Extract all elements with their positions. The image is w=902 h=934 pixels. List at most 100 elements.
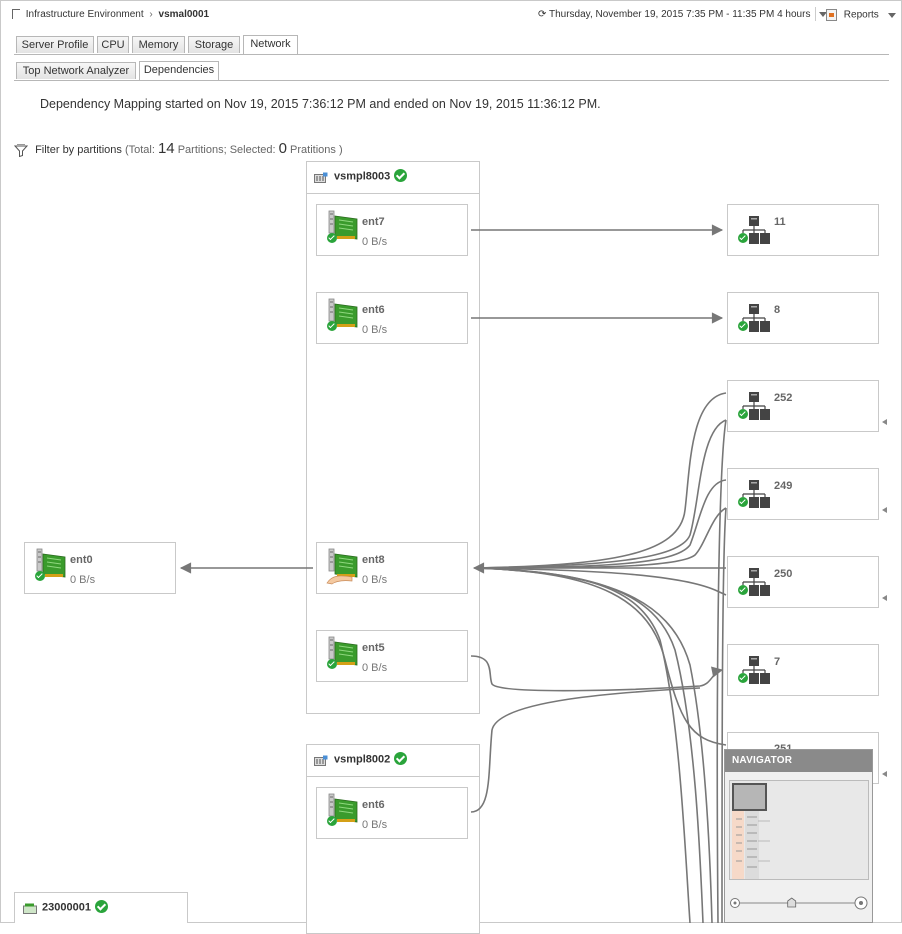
- breadcrumb-root[interactable]: Infrastructure Environment: [25, 9, 144, 20]
- network-switch-icon: [742, 304, 770, 332]
- adapter-rate: 0 B/s: [70, 574, 96, 586]
- partition-header: vsmpl8002: [307, 745, 479, 777]
- adapter-node-ent6[interactable]: ent6 0 B/s: [316, 787, 468, 839]
- breadcrumb-separator: ›: [149, 9, 153, 20]
- link-ent6b-7[interactable]: [470, 687, 701, 813]
- time-range-text: Thursday, November 19, 2015 7:35 PM - 11…: [549, 9, 775, 20]
- navigator-minimap: [732, 811, 770, 879]
- network-switch-icon: [742, 392, 770, 420]
- adapter-rate: 0 B/s: [362, 574, 388, 586]
- time-range-duration: 4 hours: [777, 9, 811, 20]
- reports-menu[interactable]: Reports: [826, 9, 896, 21]
- network-name: 8: [774, 304, 781, 316]
- top-bar: Infrastructure Environment › vsmal0001 ⟳…: [0, 0, 902, 30]
- link-ent8-down2[interactable]: [475, 567, 704, 923]
- partition-name-text: vsmpl8003: [334, 170, 391, 183]
- filter-paren-open: (: [124, 144, 129, 156]
- link-ent5-7[interactable]: [470, 655, 724, 692]
- link-249b-ent8[interactable]: [475, 507, 727, 569]
- adapter-node-ent8[interactable]: ent8 0 B/s: [316, 542, 468, 594]
- status-ok-icon: [327, 233, 337, 243]
- chevron-down-icon: [887, 12, 896, 18]
- tab-server-profile[interactable]: Server Profile: [16, 36, 94, 53]
- zoom-slider-thumb[interactable]: [787, 897, 797, 908]
- breadcrumb-current: vsmal0001: [158, 9, 210, 20]
- link-249-ent8[interactable]: [475, 479, 727, 569]
- network-name: 252: [774, 392, 793, 404]
- link-ent8-down1[interactable]: [475, 567, 691, 923]
- status-ok-icon: [35, 571, 45, 581]
- link-ent8-251[interactable]: [475, 567, 727, 746]
- adapter-rate: 0 B/s: [362, 819, 388, 831]
- mapping-info: Dependency Mapping started on Nov 19, 20…: [40, 97, 601, 111]
- filter-selected-label: Selected:: [229, 144, 276, 156]
- tab-cpu[interactable]: CPU: [97, 36, 129, 53]
- adapter-node-ent5[interactable]: ent5 0 B/s: [316, 630, 468, 682]
- navigator-panel[interactable]: NAVIGATOR: [724, 749, 873, 923]
- filter-total-value: 14: [157, 140, 175, 157]
- network-switch-icon: [742, 480, 770, 508]
- network-adapter-icon: [328, 793, 358, 823]
- network-adapter-icon: [328, 298, 358, 328]
- filter-selected-value: 0: [278, 140, 287, 157]
- link-252-ent8[interactable]: [475, 392, 727, 569]
- zoom-slider[interactable]: [730, 896, 868, 910]
- adapter-node-ent7[interactable]: ent7 0 B/s: [316, 204, 468, 256]
- network-node-8[interactable]: 8: [727, 292, 879, 344]
- status-ok-icon: [738, 321, 748, 331]
- adapter-node-ent6[interactable]: ent6 0 B/s: [316, 292, 468, 344]
- tab-network[interactable]: Network: [243, 35, 298, 54]
- offscreen-link-indicator: [882, 419, 887, 425]
- shared-hand-icon: [326, 575, 353, 585]
- offscreen-link-indicator: [882, 595, 887, 601]
- link-ent8-down3[interactable]: [475, 567, 713, 923]
- network-node-11[interactable]: 11: [727, 204, 879, 256]
- partition-container[interactable]: vsmpl8002: [306, 744, 480, 934]
- server-icon: [314, 172, 328, 183]
- breadcrumb: Infrastructure Environment › vsmal0001: [12, 9, 209, 20]
- adapter-name: ent5: [362, 642, 385, 654]
- status-ok-icon: [738, 673, 748, 683]
- reports-label: Reports: [843, 9, 879, 21]
- tab-memory[interactable]: Memory: [132, 36, 185, 53]
- server-icon: [314, 755, 328, 766]
- funnel-icon[interactable]: [14, 143, 28, 157]
- status-ok-icon: [94, 900, 108, 913]
- network-node-249[interactable]: 249: [727, 468, 879, 520]
- partition-name: vsmpl8002: [334, 752, 408, 766]
- network-name: 250: [774, 568, 793, 580]
- navigator-viewport[interactable]: [732, 783, 767, 811]
- adapter-rate: 0 B/s: [362, 662, 388, 674]
- status-ok-icon: [394, 169, 408, 182]
- filter-paren-close: ): [338, 144, 343, 156]
- partition-header: vsmpl8003: [307, 162, 479, 194]
- tab-top-network-analyzer[interactable]: Top Network Analyzer: [16, 62, 136, 79]
- filter-label[interactable]: Filter by partitions: [35, 144, 122, 156]
- partition-container[interactable]: 23000001: [14, 892, 188, 923]
- link-right-2[interactable]: [721, 507, 727, 923]
- adapter-node-ent0[interactable]: ent0 0 B/s: [24, 542, 176, 594]
- chevron-down-icon: [819, 11, 828, 17]
- adapter-name: ent6: [362, 799, 385, 811]
- adapter-name: ent6: [362, 304, 385, 316]
- network-switch-icon: [742, 568, 770, 596]
- server-icon: [23, 903, 37, 914]
- partition-name: vsmpl8003: [334, 169, 408, 183]
- network-node-7[interactable]: 7: [727, 644, 879, 696]
- network-name: 7: [774, 656, 781, 668]
- offscreen-link-indicator: [882, 771, 887, 777]
- navigator-overview[interactable]: [729, 780, 869, 880]
- adapter-name: ent0: [70, 554, 93, 566]
- network-node-250[interactable]: 250: [727, 556, 879, 608]
- network-switch-icon: [742, 216, 770, 244]
- time-range-selector[interactable]: ⟳ Thursday, November 19, 2015 7:35 PM - …: [538, 9, 828, 20]
- network-node-252[interactable]: 252: [727, 380, 879, 432]
- network-name: 249: [774, 480, 793, 492]
- tab-dependencies[interactable]: Dependencies: [139, 61, 219, 80]
- link-ent8-250b[interactable]: [475, 567, 727, 596]
- tab-storage[interactable]: Storage: [188, 36, 240, 53]
- network-adapter-icon: [328, 548, 358, 578]
- link-252b-ent8[interactable]: [475, 419, 727, 569]
- link-right-1[interactable]: [716, 419, 727, 923]
